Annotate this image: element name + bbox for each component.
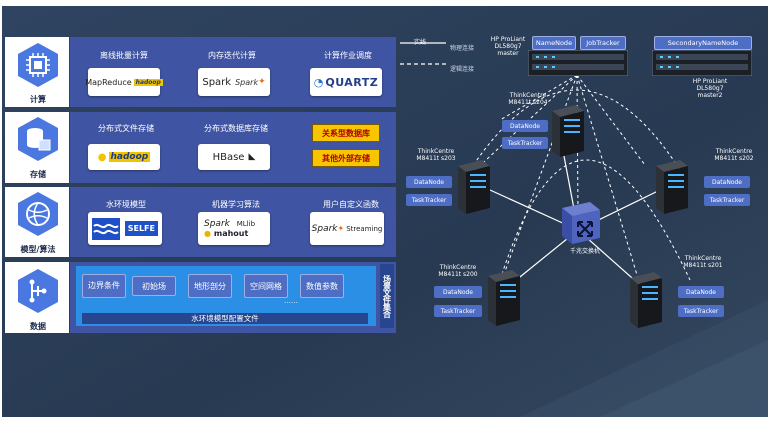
data-item-params: 数值参数 (300, 274, 344, 298)
worker-s202-label: ThinkCentre M8411t s202 (714, 148, 754, 163)
scene-files-label: 场景文件集合 (380, 264, 394, 328)
worker-s201-datanode: DataNode (678, 286, 724, 298)
legend-physical-mark: 实线 (414, 39, 427, 46)
legend-physical-label: 物理连接 (450, 45, 475, 52)
compute-band: 离线批量计算 MapReduce hadoop 内存迭代计算 Spark Spa… (70, 37, 396, 107)
worker-s204-tasktracker: TaskTracker (502, 137, 548, 149)
selfe-text: SELFE (124, 221, 158, 236)
category-data: 数据 (5, 262, 69, 333)
mahout-icon: ● (204, 228, 211, 238)
worker-s204-tower (552, 105, 584, 157)
spark-logo: Spark (235, 77, 259, 87)
storage-icon (18, 117, 58, 161)
worker-s200-tasktracker: TaskTracker (434, 305, 482, 317)
chip-icon (18, 43, 58, 87)
worker-s202-tasktracker: TaskTracker (704, 194, 750, 206)
data-item-grid: 空间网格 (244, 274, 288, 298)
legend-logical-label: 逻辑连接 (450, 66, 475, 73)
data-item-initial: 初始场 (132, 276, 176, 296)
selfe-tile: SELFE (88, 212, 162, 245)
worker-s200-label: ThinkCentre M8411t s200 (438, 264, 478, 279)
streaming-tile: Spark ✦ Streaming (310, 212, 384, 245)
compute-title-1: 离线批量计算 (100, 51, 148, 60)
worker-s204-label: ThinkCentre M8411t s204 (508, 92, 548, 107)
worker-s203-tasktracker: TaskTracker (406, 194, 452, 206)
mapreduce-tile: MapReduce hadoop (85, 68, 163, 96)
quartz-tile: ◔ QUARTZ (310, 68, 382, 96)
worker-s203-label: ThinkCentre M8411t s203 (416, 148, 456, 163)
quartz-icon: ◔ (313, 75, 324, 89)
mapreduce-text: MapReduce (85, 77, 132, 87)
compute-title-3: 计算作业调度 (324, 51, 372, 60)
worker-s202-tower (656, 160, 688, 214)
hbase-tile: HBase ◣ (198, 144, 270, 170)
data-flow-icon (18, 269, 58, 313)
legend-lines (400, 42, 446, 65)
namenode-button: NameNode (532, 36, 576, 50)
globe-icon (18, 192, 58, 236)
master-server-rack (528, 50, 628, 76)
external-storage-button: 其他外部存储 (312, 149, 380, 167)
spark-ml-text: Spark (204, 218, 230, 229)
wave-icon (92, 217, 120, 240)
category-compute: 计算 (5, 37, 69, 107)
mahout-text: mahout (213, 228, 249, 238)
mllib-tile: Spark MLlib ● mahout (198, 212, 270, 245)
hadoop-elephant-icon: ● (97, 151, 107, 163)
spark-tile: Spark Spark ✦ (198, 68, 270, 96)
model-title-1: 水环境模型 (106, 200, 146, 209)
config-bar: 水环境模型配置文件 (82, 313, 368, 324)
storage-band: 分布式文件存储 ● hadoop 分布式数据库存储 HBase ◣ 关系型数据库… (70, 112, 396, 183)
worker-s202-datanode: DataNode (704, 176, 750, 188)
worker-s201-tower (630, 272, 662, 328)
model-title-3: 用户自定义函数 (323, 200, 379, 209)
worker-s200-datanode: DataNode (434, 286, 482, 298)
data-ellipsis: …… (284, 297, 298, 305)
hadoop-logo-small: hadoop (133, 78, 163, 86)
quartz-text: QUARTZ (325, 75, 379, 89)
streaming-text: Streaming (346, 224, 383, 233)
relational-db-button: 关系型数据库 (312, 124, 380, 142)
worker-s204-datanode: DataNode (502, 120, 548, 132)
spark-text: Spark (202, 76, 232, 88)
switch-icon (562, 202, 600, 244)
storage-title-1: 分布式文件存储 (98, 124, 154, 133)
spark-star-icon-2: ✦ (337, 224, 345, 233)
spark-star-icon: ✦ (258, 77, 266, 87)
data-band: 边界条件 初始场 地形剖分 空间网格 数值参数 …… 水环境模型配置文件 场景文… (70, 262, 396, 333)
category-label-data: 数据 (30, 322, 46, 331)
category-label-compute: 计算 (30, 95, 46, 104)
data-item-boundary: 边界条件 (82, 274, 126, 298)
model-band: 水环境模型 SELFE 机器学习算法 Spark MLlib ● mahout … (70, 187, 396, 257)
storage-title-2: 分布式数据库存储 (204, 124, 268, 133)
hbase-text: HBase (212, 151, 245, 163)
compute-title-2: 内存迭代计算 (208, 51, 256, 60)
worker-s200-tower (488, 270, 520, 326)
category-storage: 存储 (5, 112, 69, 183)
worker-s203-tower (458, 160, 490, 214)
jobtracker-button: JobTracker (580, 36, 626, 50)
switch-label: 千兆交换机 (569, 248, 600, 255)
master2-server-rack (652, 50, 752, 76)
model-title-2: 机器学习算法 (212, 200, 260, 209)
spark-streaming-text: Spark (311, 223, 338, 234)
worker-s201-tasktracker: TaskTracker (678, 305, 724, 317)
data-item-terrain: 地形剖分 (188, 274, 232, 298)
orca-icon: ◣ (248, 152, 256, 162)
hadoop-tile: ● hadoop (88, 144, 160, 170)
master-label: HP ProLiant DL580g7 master (490, 36, 526, 58)
worker-s203-datanode: DataNode (406, 176, 452, 188)
hadoop-text: hadoop (108, 152, 151, 162)
mllib-text: MLlib (236, 219, 256, 228)
master2-label: HP ProLiant DL580g7 master2 (692, 78, 728, 100)
category-label-storage: 存储 (30, 170, 46, 179)
category-label-model: 模型/算法 (20, 245, 56, 254)
category-model: 模型/算法 (5, 187, 69, 257)
secondary-namenode-button: SecondaryNameNode (654, 36, 752, 50)
worker-s201-label: ThinkCentre M8411t s201 (683, 255, 723, 270)
